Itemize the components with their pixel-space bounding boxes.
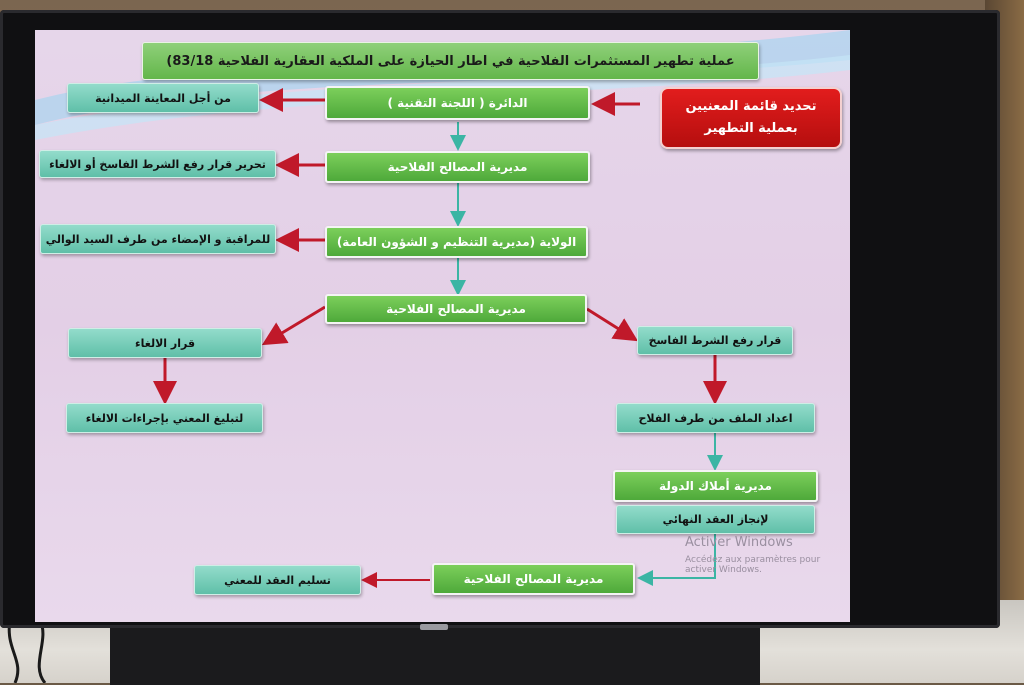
arrow-split-left xyxy=(261,305,326,346)
tv-stand xyxy=(110,622,760,685)
main-step-services-2: مديرية المصالح الفلاحية xyxy=(325,294,587,324)
target-list-box: تحديد قائمة المعنيين بعملية التطهير xyxy=(660,87,842,149)
right-lift-condition: قرار رفع الشرط الفاسخ xyxy=(637,326,793,355)
note-wali-signature: للمراقبة و الإمضاء من طرف السيد الوالي xyxy=(40,224,276,254)
watermark-subtitle: Accédez aux paramètres pour activer Wind… xyxy=(685,555,821,575)
main-step-services-1: مديرية المصالح الفلاحية xyxy=(325,151,590,183)
slide-title: عملية تطهير المستثمرات الفلاحية في اطار … xyxy=(142,42,759,80)
note-draft-decision: تحرير قرار رفع الشرط الفاسخ أو الالغاء xyxy=(39,150,276,178)
bottom-services: مديرية المصالح الفلاحية xyxy=(432,563,635,595)
main-step-daira: الدائرة ( اللجنة التقنية ) xyxy=(325,86,590,120)
right-state-property: مديرية أملاك الدولة xyxy=(613,470,818,502)
arrow-split-right xyxy=(586,307,639,342)
slide-screen: عملية تطهير المستثمرات الفلاحية في اطار … xyxy=(35,30,850,622)
left-notify-cancel: لتبليغ المعني بإجراءات الالغاء xyxy=(66,403,263,433)
watermark-title: Activer Windows xyxy=(685,535,793,550)
note-field-inspection: من أجل المعاينة الميدانية xyxy=(67,83,259,113)
tv-frame: عملية تطهير المستثمرات الفلاحية في اطار … xyxy=(0,10,1000,630)
cables xyxy=(7,620,47,683)
main-step-wilaya: الولاية (مديرية التنظيم و الشؤون العامة) xyxy=(325,226,588,258)
right-file-prep: اعداد الملف من طرف الفلاح xyxy=(616,403,815,433)
tv-logo xyxy=(420,624,448,630)
left-cancel-decision: قرار الالغاء xyxy=(68,328,262,358)
right-final-contract: لإنجاز العقد النهائي xyxy=(616,505,815,534)
bottom-delivery: تسليم العقد للمعني xyxy=(194,565,361,595)
